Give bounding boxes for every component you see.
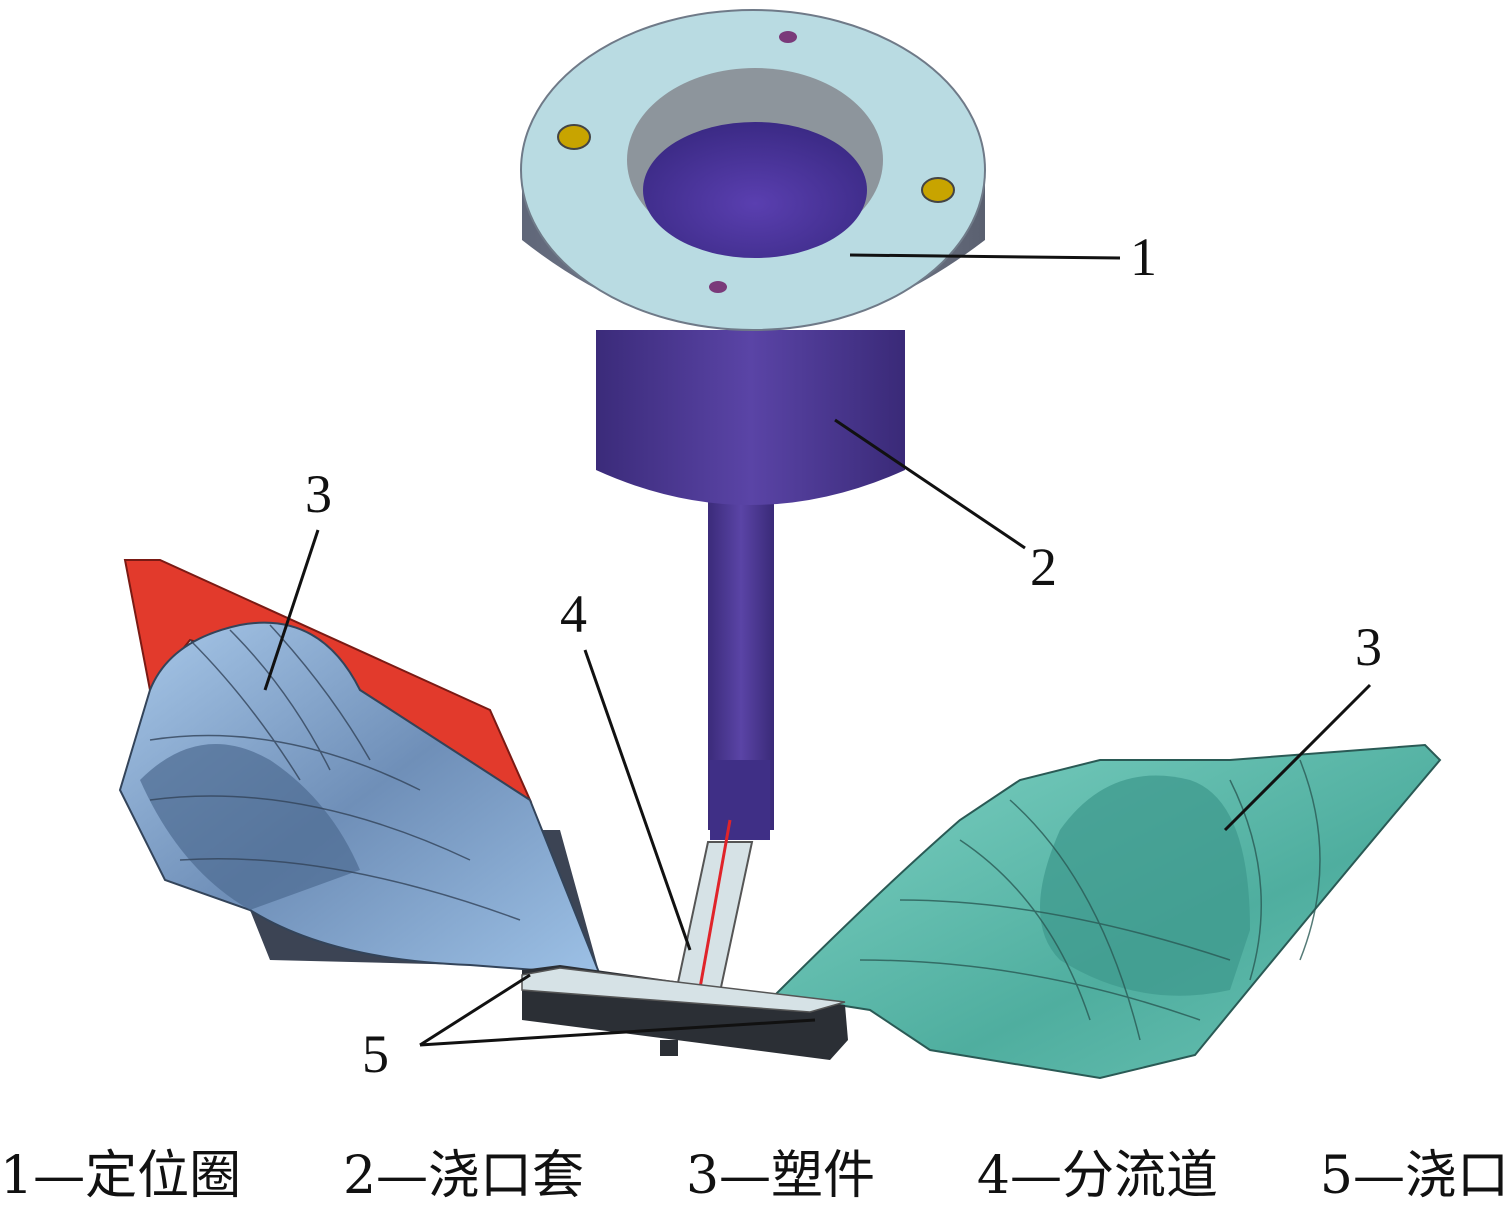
right-part-cavity	[1040, 775, 1250, 996]
caption-item-gate: 5—浇口	[1319, 1145, 1509, 1206]
leader-3-left	[263, 529, 320, 691]
gate-tab	[660, 1040, 678, 1056]
right-plastic-part	[772, 743, 1442, 1080]
gate-bar	[521, 965, 848, 1060]
left-plastic-part	[118, 559, 602, 977]
callout-2: 2	[1030, 537, 1057, 597]
sprue-rod-tip	[710, 760, 770, 840]
leader-5b	[419, 1018, 816, 1047]
runner-flow-line	[698, 819, 732, 989]
sprue-body	[596, 330, 905, 505]
callout-3-left: 3	[305, 464, 332, 524]
hole-icon	[709, 281, 727, 293]
leader-lines	[263, 253, 1372, 1047]
leader-1	[849, 253, 1121, 260]
ring-bore	[643, 122, 867, 258]
leader-4	[583, 649, 692, 951]
sprue-bushing	[596, 330, 905, 840]
hole-icon	[779, 31, 797, 43]
caption-item-locating-ring: 1—定位圈	[0, 1145, 242, 1206]
callout-3-right: 3	[1355, 617, 1382, 677]
locating-ring	[520, 9, 986, 331]
leader-2	[834, 418, 1026, 550]
leader-3-right	[1223, 683, 1372, 832]
callout-1: 1	[1130, 227, 1157, 287]
callout-4: 4	[560, 584, 587, 644]
caption-item-plastic-part: 3—塑件	[685, 1145, 876, 1206]
screw-icon	[557, 124, 591, 150]
caption-item-sprue-bushing: 2—浇口套	[342, 1145, 585, 1206]
callout-5: 5	[362, 1024, 389, 1084]
mold-diagram: 1 2 3 3 4 5	[118, 9, 1442, 1084]
screw-icon	[921, 177, 955, 203]
figure-caption: 1—定位圈 2—浇口套 3—塑件 4—分流道 5—浇口	[0, 1140, 1509, 1206]
runner	[674, 819, 754, 993]
left-part-cavity	[140, 744, 360, 910]
leader-5a	[419, 973, 531, 1047]
gate-bar-top	[521, 967, 846, 1013]
caption-item-runner: 4—分流道	[976, 1145, 1218, 1206]
